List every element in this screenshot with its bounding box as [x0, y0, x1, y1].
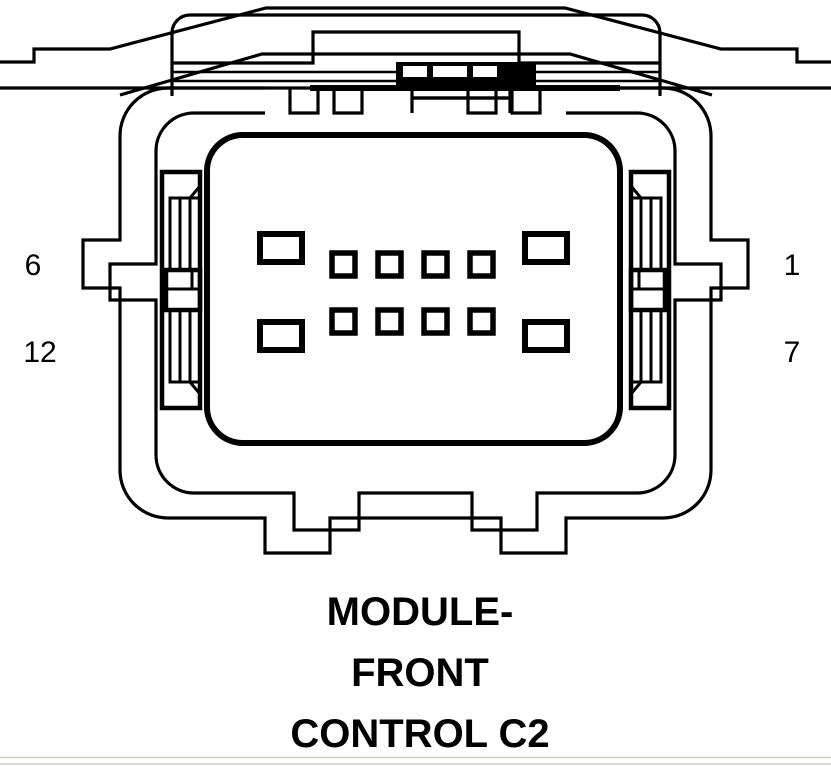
- left-rail-frame: [159, 169, 203, 411]
- cavity-pin-9: [421, 307, 450, 336]
- latch-tab-1: [288, 88, 320, 115]
- caption-line-1: MODULE-: [327, 590, 514, 634]
- pin-label-bottom-right: 7: [784, 336, 801, 369]
- cavity-pin-5: [329, 250, 358, 279]
- latch-lever-ledge: [119, 52, 713, 97]
- pin-label-top-right: 1: [784, 249, 801, 282]
- pin-number-labels: 6 12 1 7: [23, 249, 800, 369]
- cavity-pin-11: [329, 307, 358, 336]
- right-side-rail: [628, 169, 672, 411]
- latch-window-right: [473, 66, 497, 77]
- cavity-pin-6: [257, 231, 305, 265]
- caption-line-2: FRONT: [351, 651, 489, 695]
- cavity-pin-7: [522, 319, 570, 353]
- latch-tab-2: [332, 88, 364, 115]
- inner-body-outline: [204, 132, 623, 446]
- connector-outer-shell: [81, 86, 750, 555]
- latch-tab-4: [510, 88, 542, 115]
- right-rail-slot-lower: [629, 308, 663, 384]
- latch-lever-body: [170, 13, 662, 96]
- right-rail-frame: [628, 169, 672, 411]
- caption-line-3: CONTROL C2: [290, 712, 549, 756]
- left-rail-chamfer-top: [170, 185, 202, 200]
- right-rail-chamfer-top: [629, 185, 661, 200]
- latch-assembly: [0, 6, 831, 115]
- right-rail-chamfer-bottom: [629, 380, 661, 395]
- latch-outer-trapezoid: [0, 6, 831, 64]
- left-rail-slot-lower: [168, 308, 202, 384]
- connector-caption: MODULE- FRONT CONTROL C2: [290, 590, 549, 756]
- cavity-pin-4: [375, 250, 404, 279]
- cavity-pin-10: [375, 307, 404, 336]
- latch-tab-3: [466, 88, 498, 115]
- left-side-rail: [159, 169, 203, 411]
- latch-inner-panel: [172, 30, 660, 65]
- connector-inner-body: [204, 132, 623, 446]
- latch-window-left: [403, 66, 427, 77]
- cavity-pin-2: [467, 250, 496, 279]
- cavity-pin-3: [421, 250, 450, 279]
- cavity-pin-12: [257, 319, 305, 353]
- latch-window-center: [433, 66, 467, 77]
- right-rail-slot-upper: [629, 196, 663, 272]
- cavity-pin-8: [467, 307, 496, 336]
- left-rail-slot-upper: [168, 196, 202, 272]
- pin-cavity-group: [257, 231, 570, 353]
- outer-shell-outline: [81, 86, 750, 555]
- pin-label-bottom-left: 12: [23, 336, 56, 369]
- inner-shell-outline: [108, 111, 723, 532]
- pin-label-top-left: 6: [25, 249, 42, 282]
- cavity-pin-1: [522, 231, 570, 265]
- latch-baseline-thick: [310, 85, 620, 91]
- left-rail-chamfer-bottom: [170, 380, 202, 395]
